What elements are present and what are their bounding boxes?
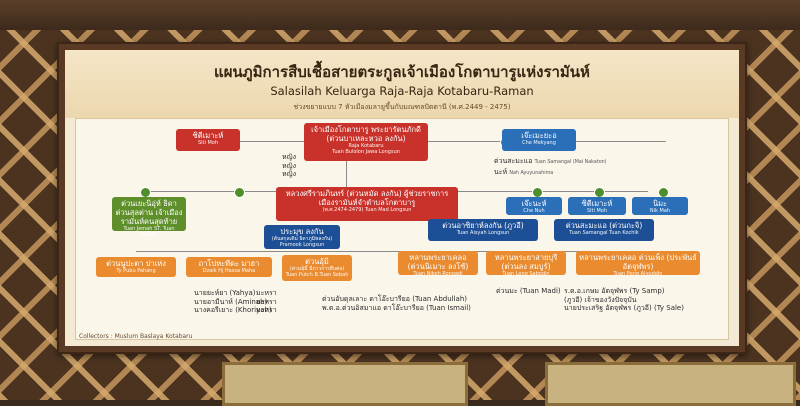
title-thai: แผนภูมิการสืบเชื้อสายตระกูลเจ้าเมืองโกตา… <box>214 63 590 81</box>
node-sub: Tuan Samangal Tuan Kochik <box>569 230 639 236</box>
node-siti-moh-mid: ซิตีเมาะห์ Siti Moh <box>568 197 626 215</box>
node-label: ถาโปหะทีดะ มาฮา <box>198 259 260 268</box>
node-label: เจ๊ะเมะยะอ <box>521 131 557 140</box>
node-sub: Ty Pubu Pahang <box>116 268 156 274</box>
node-sub: Tuan Jemah ST. Tuan Sabah <box>123 226 175 238</box>
subtitle-period: ช่วงขยายแบบ 7 หัวเมืองมลายูขึ้นกับมณฑลปั… <box>293 103 511 111</box>
founder-down-connector <box>346 161 347 191</box>
node-tuan-putch: ต่วนอุ้มิ (ต่วนอุ้มิ้ มีภาวการสืบต่อ) Tu… <box>282 255 352 281</box>
node-siti-moh-top: ซิตีเมาะห์ Siti Moh <box>176 129 240 151</box>
node-tuan-aisyah: ต่วนอาซิยาห์ลงกัน (ภูวอี) Tuan Aisyah Lo… <box>428 219 538 241</box>
node-label: หลานพระยาเคลอ ต่วนเพ็ง (ประพันธ์ อัตจุฬพ… <box>579 253 697 271</box>
wife-label: หญิง <box>282 153 296 161</box>
node-sub: Che Nuh <box>523 208 545 214</box>
node-sub: Siti Moh <box>197 140 219 146</box>
node-label: นิมะ <box>652 199 668 208</box>
note-sub: Nah Ayuyunahima <box>509 170 554 176</box>
node-tuan-jemah: ต่วนเยะนิอุ่ห์ ธิดาต่วนสุลต่าน เจ้าเมือง… <box>112 197 186 238</box>
title-malay: Salasilah Keluarga Raja-Raja Kotabaru-Ra… <box>270 84 534 98</box>
node-sub: Pramook Longsun <box>279 242 325 248</box>
node-tuan-peng: หลานพระยาเคลอ ต่วนเพ็ง (ประพันธ์ อัตจุฬพ… <box>576 251 700 277</box>
poster-header: แผนภูมิการสืบเชื้อสายตระกูลเจ้าเมืองโกตา… <box>65 50 739 118</box>
node-sub: Tuan Peng Alyuddin <box>613 271 663 277</box>
node-label: เจ้าเมืองโกตาบารู พระยารัตนภักดี (ต่วนบา… <box>311 125 421 143</box>
descendant-label: นางคอรีเยาะ (Khoriyah) <box>194 306 272 314</box>
framed-genealogy-poster: แผนภูมิการสืบเชื้อสายตระกูลเจ้าเมืองโกตา… <box>57 42 747 354</box>
descendant-label: ต่วนอับดุลเลาะ ดาโอ๊ะบารียอ (Tuan Abdull… <box>322 295 467 303</box>
descendants-left: นายยะห์ยา (Yahya) นายอามีนาห์ (Aminah) น… <box>194 289 272 315</box>
node-tuan-nikoh: หลานพระยาเคลอ (ต่วนนิเมาะ ลงโซ้) Tuan Ni… <box>398 251 478 277</box>
node-nik-mah: นิมะ Nik Mah <box>632 197 688 215</box>
wife-list: หญิง หญิง หญิง <box>282 153 296 179</box>
descendants-right: ร.ต.อ.เกษม อัตจุฬพร (Ty Samp) (ภูวอี) เจ… <box>564 287 684 313</box>
wife-label: หญิง <box>282 170 296 178</box>
collectors-credit: Collectors : Muslum Baslaya Kotabaru <box>79 333 193 340</box>
link-node-icon <box>234 187 245 198</box>
node-label: ซิตีเมาะห์ <box>581 199 613 208</box>
node-label: หลานพระยาเคลอ (ต่วนนิเมาะ ลงโซ้) <box>407 253 469 271</box>
node-tuan-long: หลานพระยาสายบุรี (ต่วนลง สมบูร์) Tuan Lo… <box>486 251 566 277</box>
node-label: เจ๊ะนะห์ <box>521 199 547 208</box>
node-pramook: ประมุข ลงกัน (ต้นสกุลเดิม ธิดาภูมิพลงกัน… <box>264 225 340 249</box>
node-label: ต่วนอาซิยาห์ลงกัน (ภูวอี) <box>442 221 524 230</box>
note-label: นะห์ <box>494 167 508 176</box>
carved-wood-top-band <box>0 0 800 30</box>
descendants-left2: มะหรา มะหรา มะหรา <box>256 289 277 315</box>
family-tree-chart: ซิตีเมาะห์ Siti Moh เจ้าเมืองโกตาบารู พร… <box>75 118 729 340</box>
node-che-mekyang: เจ๊ะเมะยะอ Che Mekyang <box>502 129 576 151</box>
node-sub: Siti Moh <box>586 208 608 214</box>
descendant-label: มะหรา <box>256 297 277 306</box>
node-founder: เจ้าเมืองโกตาบารู พระยารัตนภักดี (ต่วนบา… <box>304 123 428 161</box>
node-sub: Tuan Bulolon Jawa Longsun <box>332 149 400 155</box>
wife-label: หญิง <box>282 161 296 170</box>
descendant-label: (ภูวอี) เจ้าของวังปัจจุบัน <box>564 295 637 304</box>
node-sub: Tuan Nikoh Rongadi <box>413 271 463 277</box>
node-label: หลวงศรีรามภินทร์ (ต่วนหมัด ลงกัน) ผู้ช่ว… <box>285 189 449 207</box>
node-label: ประมุข ลงกัน <box>280 227 324 236</box>
node-sub: (ต่วนอุ้มิ้ มีภาวการสืบต่อ) Tuan Putch B… <box>285 266 349 278</box>
node-sub: Tuan Long Sabodin <box>502 271 550 277</box>
node-label: ซิตีเมาะห์ <box>192 131 224 140</box>
node-ty-pubu: ต่วนนูปะตา ปาเห่ง Ty Pubu Pahang <box>96 257 176 277</box>
node-tuan-samaae: ต่วนสะมะแอ (ต่วนกะจิ) Tuan Samangal Tuan… <box>554 219 654 241</box>
descendants-mid: ต่วนอับดุลเลาะ ดาโอ๊ะบารียอ (Tuan Abdull… <box>322 295 471 312</box>
node-label: ต่วนอุ้มิ <box>305 257 329 266</box>
lower-picture-frame-left <box>222 362 468 406</box>
node-dzaik: ถาโปหะทีดะ มาฮา Dzaik Hj Hassa Maha <box>186 257 272 277</box>
descendant-madi: ต่วนมะ (Tuan Madi) <box>496 287 561 295</box>
node-sub: Nik Mah <box>649 208 671 214</box>
node-sub: Dzaik Hj Hassa Maha <box>202 268 256 274</box>
descendant-label: นายประเสริฐ อัตจุฬพร (ภูวอี) (Ty Sale) <box>564 304 684 312</box>
descendant-label: นายยะห์ยา (Yahya) <box>194 289 256 297</box>
node-label: ต่วนสะมะแอ (ต่วนกะจิ) <box>565 221 643 230</box>
poster-surface: แผนภูมิการสืบเชื้อสายตระกูลเจ้าเมืองโกตา… <box>65 50 739 346</box>
node-che-nuh: เจ๊ะนะห์ Che Nuh <box>506 197 562 215</box>
note-label: ต่วนสะมะแอ <box>494 157 533 165</box>
right-notes: ต่วนสะมะแอ Tuan Samangal (Mai Nakaton) น… <box>494 157 607 178</box>
node-sub: (พ.ศ.2474-2479) Tuan Mad Longsun <box>322 207 412 213</box>
descendant-label: มะหรา <box>256 306 277 314</box>
node-sub: Che Mekyang <box>522 140 556 146</box>
descendant-label: มะหรา <box>256 289 277 297</box>
node-sub: (ต้นสกุลเดิม ธิดาภูมิพลงกัน) <box>271 236 333 242</box>
node-tuan-mad: หลวงศรีรามภินทร์ (ต่วนหมัด ลงกัน) ผู้ช่ว… <box>276 187 458 221</box>
node-label: ต่วนเยะนิอุ่ห์ ธิดาต่วนสุลต่าน เจ้าเมือง… <box>115 199 183 226</box>
descendant-label: ร.ต.อ.เกษม อัตจุฬพร (Ty Samp) <box>564 287 665 295</box>
descendant-label: นายอามีนาห์ (Aminah) <box>194 297 268 306</box>
node-label: หลานพระยาสายบุรี (ต่วนลง สมบูร์) <box>494 253 558 271</box>
lower-picture-frame-right <box>545 362 796 406</box>
note-sub: Tuan Samangal (Mai Nakaton) <box>534 160 607 165</box>
node-sub: Tuan Aisyah Longsun <box>456 230 510 236</box>
node-label: ต่วนนูปะตา ปาเห่ง <box>106 259 166 268</box>
node-sub: Raja Kotabaru <box>348 143 384 149</box>
descendant-label: พ.ต.อ.ต่วนอิสมาแอ ดาโอ๊ะบารียอ (Tuan Ism… <box>322 303 471 312</box>
